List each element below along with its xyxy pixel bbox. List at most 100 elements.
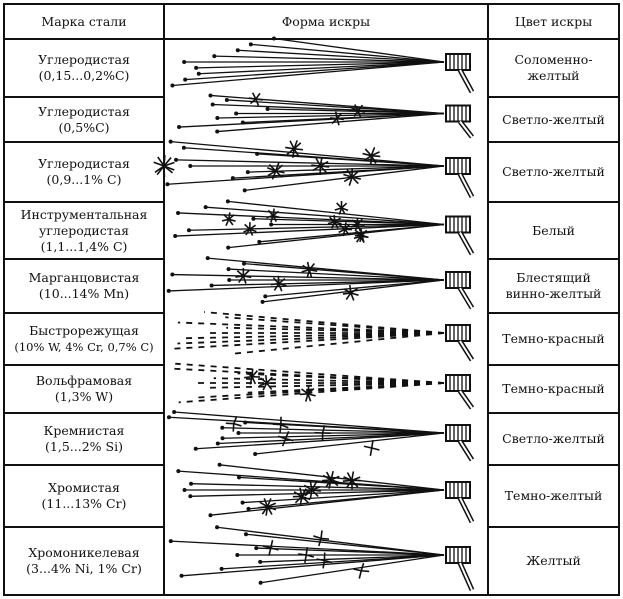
row-divider — [487, 96, 620, 98]
spark-stream — [172, 61, 445, 87]
spark-burst-ray — [370, 151, 380, 157]
spark-dashed-stream — [247, 382, 445, 394]
spark-burst-ray — [255, 98, 263, 101]
spark-tip — [257, 239, 262, 244]
spark-stream — [262, 279, 445, 303]
spark-burst-ray — [266, 382, 273, 390]
spark-color-cell: Белый — [532, 222, 575, 238]
spark-tip — [188, 164, 193, 168]
spark-burst-ray — [370, 155, 377, 164]
grade-name: Углеродистая — [38, 52, 130, 67]
row-divider — [487, 412, 620, 414]
spark-tip — [194, 65, 199, 70]
row-divider — [3, 464, 165, 466]
row-divider — [3, 364, 165, 366]
spark-color-cell: Светло-желтый — [502, 111, 605, 127]
spark-burst-ray — [344, 223, 351, 230]
spark-burst-ray — [343, 173, 353, 178]
row-divider — [3, 258, 165, 260]
spark-tip — [227, 278, 232, 282]
spark-burst-ray — [163, 165, 174, 174]
spark-tip — [189, 481, 194, 486]
spark-tip — [166, 288, 171, 293]
spark-burst-ray — [307, 393, 316, 397]
spark-burst-ray — [320, 537, 330, 540]
spark-stream — [228, 268, 445, 281]
spark-dashed-stream — [183, 332, 445, 340]
spark-burst-ray — [267, 505, 277, 511]
row-divider — [3, 412, 165, 414]
spark-burst-ray — [251, 368, 254, 377]
grade-cell: Углеродистая (0,15...0,2%С) — [5, 40, 163, 96]
row-divider — [487, 312, 620, 314]
spark-stream — [222, 427, 445, 434]
spark-burst-ray — [311, 481, 317, 491]
spark-dashed-stream — [175, 362, 445, 384]
spark-tip — [208, 513, 213, 518]
spark-tip — [248, 42, 253, 47]
spark-tip — [188, 494, 193, 499]
spark-tip — [225, 199, 230, 204]
row-divider — [487, 526, 620, 528]
spark-burst-ray — [357, 109, 366, 113]
spark-tip — [271, 36, 276, 41]
spark-burst-ray — [221, 218, 229, 222]
steel-bar-handle-inner — [459, 497, 473, 523]
spark-burst-ray — [235, 275, 244, 278]
spark-burst-ray — [308, 262, 315, 271]
spark-burst-ray — [264, 374, 268, 384]
grade-name: Быстрорежущая — [29, 323, 139, 338]
spark-burst-ray — [345, 292, 352, 300]
spark-burst-ray — [299, 393, 308, 396]
spark-burst-ray — [351, 219, 359, 226]
spark-tip — [196, 71, 201, 76]
spark-burst-ray — [163, 154, 166, 167]
spark-tip — [236, 431, 241, 435]
spark-burst-ray — [242, 269, 250, 277]
spark-tip — [243, 532, 248, 537]
spark-color-cell: Темно-желтый — [504, 488, 603, 503]
spark-burst-ray — [299, 487, 303, 497]
spark-burst-ray — [228, 218, 234, 226]
spark-tip — [220, 425, 225, 430]
spark-tip — [265, 106, 270, 111]
spark-stream — [217, 112, 445, 119]
spark-burst-ray — [163, 157, 172, 167]
grade-composition: (1,5...2% Si) — [45, 439, 123, 454]
spark-stream — [195, 432, 445, 450]
spark-burst-ray — [267, 502, 277, 508]
steel-bar-handle-inner — [459, 390, 473, 409]
spark-burst-ray — [243, 275, 252, 279]
spark-tip — [177, 125, 182, 130]
spark-dashed-stream — [237, 372, 445, 384]
spark-tip — [181, 145, 186, 150]
spark-stream — [181, 554, 445, 577]
spark-tip — [219, 566, 224, 571]
steel-bar-handle-inner — [459, 232, 473, 255]
spark-stream — [257, 153, 445, 167]
spark-tip — [251, 216, 256, 221]
spark-burst-ray — [157, 156, 165, 167]
grade-name: Марганцовистая — [28, 270, 140, 285]
grade-composition: (11...13% Cr) — [41, 496, 127, 511]
spark-burst-ray — [319, 157, 323, 167]
spark-tip — [212, 54, 217, 59]
spark-burst-ray — [358, 570, 362, 579]
spark-tip — [215, 525, 220, 530]
spark-stream — [172, 273, 445, 281]
spark-burst-ray — [272, 277, 280, 285]
spark-tip — [243, 420, 248, 425]
spark-stream — [253, 218, 445, 226]
spark-burst-ray — [294, 148, 304, 151]
spark-burst-ray — [335, 111, 338, 119]
spark-burst-ray — [260, 377, 268, 384]
spark-stream — [255, 432, 445, 455]
spark-burst-ray — [266, 376, 273, 384]
header-grade: Марка стали — [41, 14, 127, 29]
spark-burst-ray — [271, 170, 277, 180]
spark-tip — [165, 182, 170, 187]
spark-burst-ray — [258, 382, 268, 387]
spark-stream — [227, 200, 445, 226]
spark-burst-ray — [343, 288, 352, 294]
spark-tip — [254, 546, 259, 551]
